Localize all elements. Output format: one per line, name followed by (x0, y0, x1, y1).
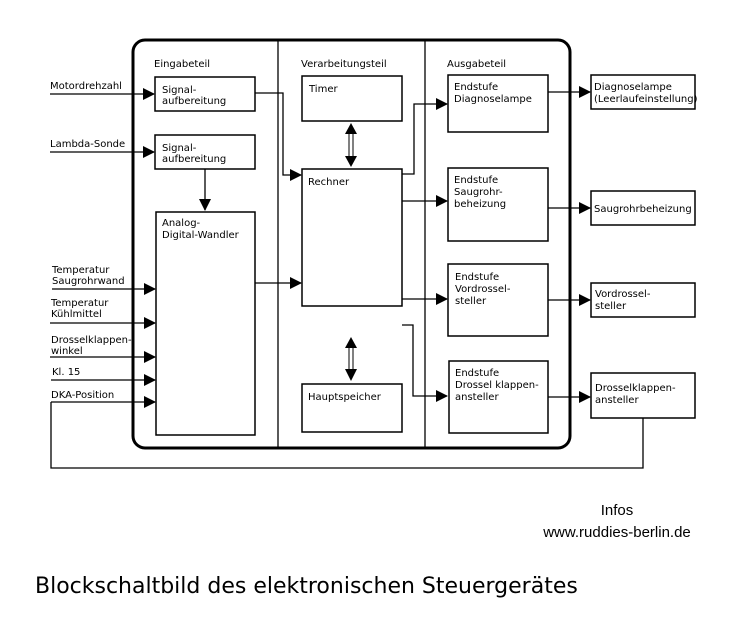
diagram-title: Blockschaltbild des elektronischen Steue… (35, 574, 578, 599)
input-label-temp-kuehl-2: Kühlmittel (51, 309, 102, 320)
block-signal-conditioning-2 (154, 134, 256, 170)
output-dk-line2: ansteller (595, 395, 639, 406)
block-end-diag-line2: Diagnoselampe (454, 94, 532, 105)
section-label-input: Eingabeteil (154, 59, 210, 70)
block-signal1-line2: aufbereitung (162, 96, 226, 107)
website-url: www.ruddies-berlin.de (542, 524, 691, 541)
input-label-temp-kuehl-1: Temperatur (50, 298, 109, 309)
input-label-dk-winkel-1: Drosselklappen- (51, 335, 132, 346)
block-timer (301, 75, 403, 122)
block-rechner (301, 168, 403, 307)
input-label-lambda: Lambda-Sonde (50, 139, 125, 150)
info-label: Infos (601, 502, 634, 519)
bidirectional-arrow-timer-rechner (345, 123, 357, 167)
block-adc-line1: Analog- (162, 218, 201, 229)
output-diagnoselampe (590, 74, 696, 110)
block-end-vord-line3: steller (455, 296, 487, 307)
input-label-temp-saugrohr-1: Temperatur (51, 265, 110, 276)
block-endstufe-drosselklappenansteller (448, 360, 549, 434)
input-label-kl15: Kl. 15 (52, 367, 80, 378)
input-label-dk-winkel-2: winkel (51, 346, 83, 357)
output-diag-line1: Diagnoselampe (594, 82, 672, 93)
output-saugrohrbeheizung (590, 190, 696, 226)
input-label-motordrehzahl: Motordrehzahl (50, 81, 122, 92)
block-adc (155, 211, 256, 436)
output-vord-line1: Vordrossel- (595, 289, 651, 300)
block-end-saug-line3: beheizung (454, 199, 506, 210)
output-drosselklappenansteller (590, 372, 696, 419)
block-endstufe-vordrosselsteller (447, 263, 549, 337)
control-unit-frame (131, 38, 572, 450)
output-diag-line2: (Leerlaufeinstellung) (594, 94, 698, 105)
block-hauptspeicher-label: Hauptspeicher (308, 392, 382, 403)
block-end-diag-line1: Endstufe (454, 82, 498, 93)
block-adc-line2: Digital-Wandler (162, 230, 240, 241)
input-label-temp-saugrohr-2: Saugrohrwand (52, 276, 125, 287)
bidirectional-arrow-rechner-hauptspeicher (345, 337, 357, 381)
block-signal-conditioning-1 (154, 76, 256, 112)
output-dk-line1: Drosselklappen- (595, 383, 676, 394)
arrow-signal1-to-rechner (255, 92, 302, 181)
block-end-saug-line1: Endstufe (454, 175, 498, 186)
section-label-output: Ausgabeteil (447, 59, 506, 70)
block-end-vord-line1: Endstufe (455, 272, 499, 283)
block-end-saug-line2: Saugrohr- (454, 187, 503, 198)
block-end-dk-line1: Endstufe (455, 368, 499, 379)
arrow-rechner-to-end-diag (402, 98, 448, 175)
section-label-processing: Verarbeitungsteil (301, 59, 387, 70)
output-saug-label: Saugrohrbeheizung (594, 204, 692, 215)
input-label-dka: DKA-Position (51, 390, 114, 401)
feedback-line-dka (50, 402, 644, 469)
block-end-dk-line2: Drossel klappen- (455, 380, 539, 391)
output-vordrosselsteller (590, 282, 696, 318)
block-signal1-line1: Signal- (162, 85, 197, 96)
block-rechner-label: Rechner (308, 177, 350, 188)
block-endstufe-saugrohrbeheizung (447, 167, 549, 242)
block-timer-label: Timer (308, 84, 338, 95)
block-hauptspeicher (301, 383, 403, 433)
arrow-rechner-to-end-dk (402, 324, 448, 402)
output-vord-line2: steller (595, 301, 627, 312)
block-signal2-line2: aufbereitung (162, 154, 226, 165)
block-end-vord-line2: Vordrossel- (455, 284, 511, 295)
block-endstufe-diagnoselampe (447, 74, 549, 133)
block-end-dk-line3: ansteller (455, 392, 499, 403)
block-signal2-line1: Signal- (162, 143, 197, 154)
